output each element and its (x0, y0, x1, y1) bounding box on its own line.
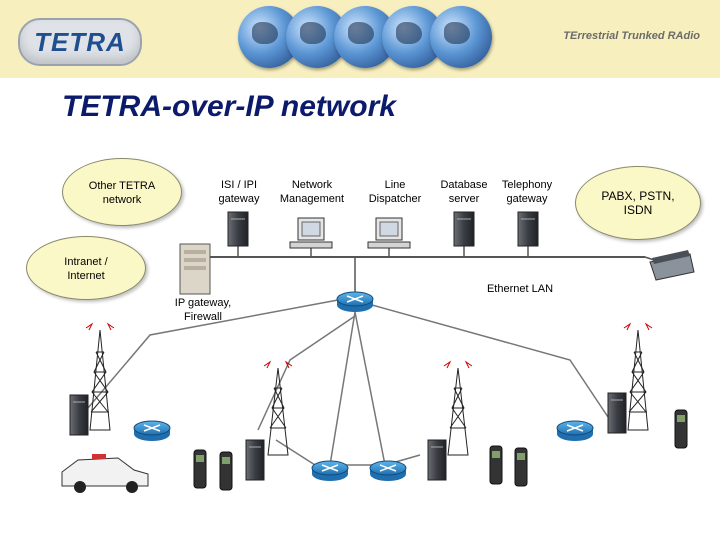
network-management-pc-icon (289, 217, 333, 249)
logo-text: TETRA (34, 27, 126, 57)
router-icon (369, 460, 407, 481)
telephony-gateway-server-icon (517, 211, 539, 247)
base-station-icon (607, 392, 627, 434)
page-title: TETRA-over-IP network (62, 90, 396, 123)
handheld-radio-icon (193, 449, 207, 489)
intranet-internet-cloud: Intranet / Internet (26, 236, 146, 300)
globe-icon (430, 6, 492, 68)
wan-links (81, 299, 611, 466)
globe-icon (334, 6, 396, 68)
router-icon (556, 420, 594, 441)
handheld-radio-icon (489, 445, 503, 485)
other-tetra-network-cloud: Other TETRA network (62, 158, 182, 226)
ip-gateway-firewall-label: IP gateway, Firewall (174, 297, 232, 323)
isi-gateway-label: ISI / IPI gateway (218, 179, 260, 205)
network-management-label: Network Management (279, 179, 345, 205)
radio-mast-icon (623, 322, 653, 431)
lan-drops (237, 246, 661, 292)
base-station-icon (69, 394, 89, 436)
radio-mast-icon (263, 360, 293, 456)
line-dispatcher-label: Line Dispatcher (368, 179, 422, 205)
isi-gateway-server-icon (227, 211, 249, 247)
database-server-label: Database server (440, 179, 488, 205)
line-dispatcher-pc-icon (367, 217, 411, 249)
router-icon (133, 420, 171, 441)
pabx-pstn-isdn-cloud: PABX, PSTN, ISDN (575, 166, 701, 240)
handheld-radio-icon (219, 451, 233, 491)
pabx-pstn-isdn-label: PABX, PSTN, ISDN (601, 189, 675, 217)
handheld-radio-icon (674, 409, 688, 449)
telephony-gateway-label: Telephony gateway (501, 179, 553, 205)
desk-phone-icon (649, 250, 695, 281)
database-server-icon (453, 211, 475, 247)
police-car-icon (61, 454, 149, 493)
router-icon (311, 460, 349, 481)
other-tetra-network-label: Other TETRA network (88, 180, 156, 206)
header-banner: TETRA TErrestrial Trunked RAdio (0, 0, 720, 78)
base-station-icon (427, 439, 447, 481)
intranet-internet-label: Intranet / Internet (64, 256, 108, 282)
tetra-logo: TETRA (18, 18, 142, 66)
ip-gateway-firewall-icon (179, 243, 211, 295)
router-icon (336, 291, 374, 312)
radio-mast-icon (443, 360, 473, 456)
tagline: TErrestrial Trunked RAdio (563, 30, 700, 42)
ethernet-lan-label: Ethernet LAN (486, 283, 554, 295)
base-station-icon (245, 439, 265, 481)
handheld-radio-icon (514, 447, 528, 487)
radio-mast-icon (85, 322, 115, 431)
